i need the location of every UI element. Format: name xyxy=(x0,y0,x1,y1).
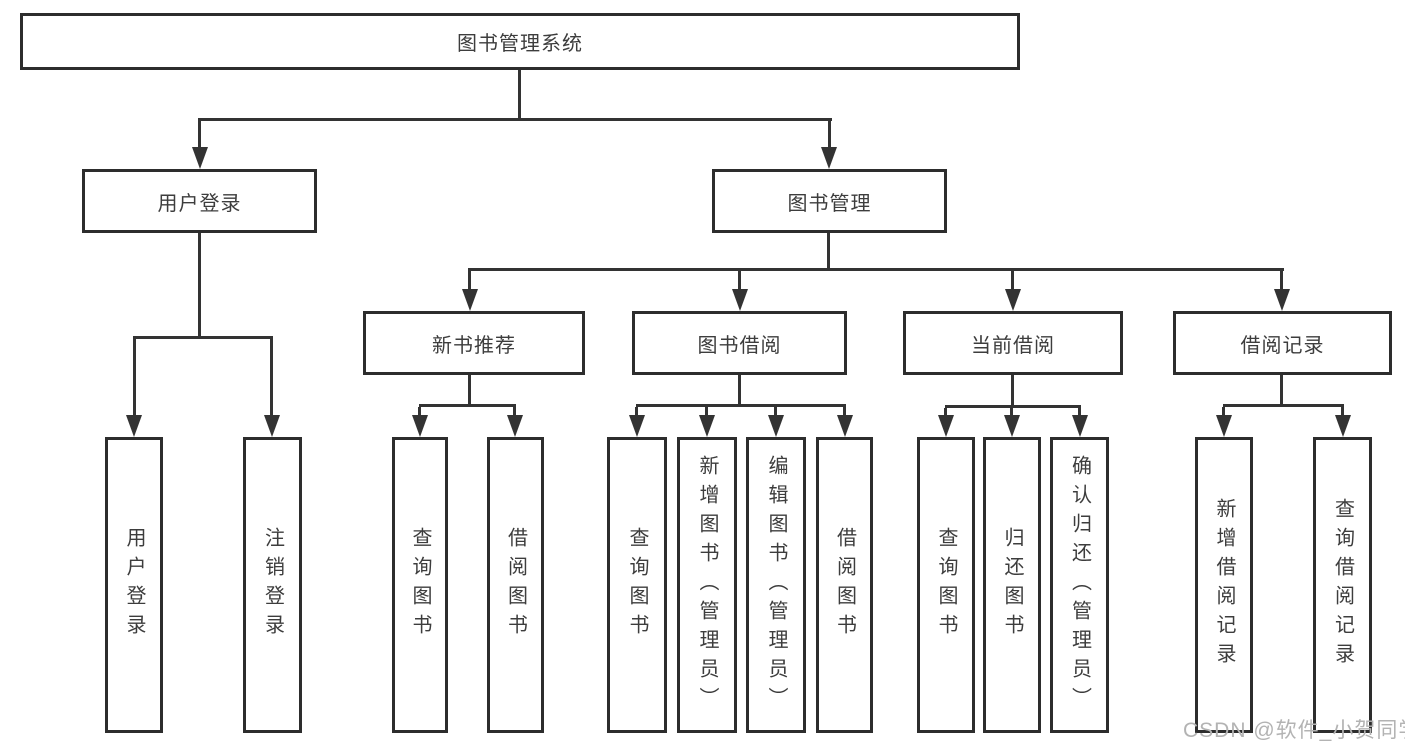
arrow-down-icon xyxy=(938,415,954,437)
node-book-borrow: 图书借阅 xyxy=(632,311,847,375)
leaf-borrow-books: 借阅图书 xyxy=(816,437,873,733)
connector-stem-leaf xyxy=(1222,407,1225,417)
leaf-edit-books-admin: 编辑图书（管理员） xyxy=(746,437,806,733)
connector-stem-new-books xyxy=(468,271,471,291)
arrow-down-icon xyxy=(126,415,142,437)
connector-stem-leaf xyxy=(513,407,516,417)
connector-user-login-bar xyxy=(133,336,273,339)
node-library-system: 图书管理系统 xyxy=(20,13,1020,70)
arrow-down-icon xyxy=(1004,415,1020,437)
arrow-down-icon xyxy=(1274,289,1290,311)
arrow-down-icon xyxy=(629,415,645,437)
arrow-down-icon xyxy=(732,289,748,311)
arrow-down-icon xyxy=(837,415,853,437)
connector-book-mgmt-stub xyxy=(827,233,830,270)
connector-stem-leaf-user-login xyxy=(133,339,136,415)
node-user-login: 用户登录 xyxy=(82,169,317,233)
connector-stem-leaf xyxy=(635,407,638,417)
connector-book-mgmt-bar xyxy=(468,268,1284,271)
leaf-query-books-recommend: 查询图书 xyxy=(392,437,448,733)
connector-stem-current-borrow xyxy=(1011,271,1014,291)
connector-stem-book-borrow xyxy=(738,271,741,291)
leaf-query-books-borrow: 查询图书 xyxy=(607,437,667,733)
leaf-logout-login: 注销登录 xyxy=(243,437,302,733)
node-borrow-records: 借阅记录 xyxy=(1173,311,1392,375)
leaf-add-books-admin: 新增图书（管理员） xyxy=(677,437,737,733)
connector-stem-leaf xyxy=(774,407,777,417)
connector-stem-leaf xyxy=(1010,408,1013,417)
connector-stem-user-login xyxy=(198,121,201,151)
leaf-confirm-return-admin: 确认归还（管理员） xyxy=(1050,437,1109,733)
connector-current-borrow-stub xyxy=(1011,375,1014,408)
arrow-down-icon xyxy=(699,415,715,437)
connector-current-borrow-bar xyxy=(945,405,1081,408)
arrow-down-icon xyxy=(821,147,837,169)
arrow-down-icon xyxy=(1072,415,1088,437)
csdn-watermark: CSDN @软件_小贺同学 xyxy=(1183,719,1405,742)
leaf-query-borrow-record: 查询借阅记录 xyxy=(1313,437,1372,733)
connector-user-login-stub xyxy=(198,233,201,338)
arrow-down-icon xyxy=(264,415,280,437)
connector-borrow-records-bar xyxy=(1223,404,1344,407)
arrow-down-icon xyxy=(1005,289,1021,311)
connector-stem-leaf xyxy=(843,407,846,417)
arrow-down-icon xyxy=(1216,415,1232,437)
node-new-book-recommend: 新书推荐 xyxy=(363,311,585,375)
leaf-user-login: 用户登录 xyxy=(105,437,163,733)
connector-stem-leaf xyxy=(944,408,947,417)
node-book-management: 图书管理 xyxy=(712,169,947,233)
leaf-add-borrow-record: 新增借阅记录 xyxy=(1195,437,1253,733)
leaf-return-books: 归还图书 xyxy=(983,437,1041,733)
arrow-down-icon xyxy=(768,415,784,437)
arrow-down-icon xyxy=(507,415,523,437)
arrow-down-icon xyxy=(412,415,428,437)
connector-book-borrow-stub xyxy=(738,375,741,406)
connector-stem-book-mgmt xyxy=(828,121,831,151)
connector-new-books-stub xyxy=(468,375,471,406)
leaf-query-books-current: 查询图书 xyxy=(917,437,975,733)
connector-book-borrow-bar xyxy=(636,404,846,407)
arrow-down-icon xyxy=(462,289,478,311)
node-current-borrow: 当前借阅 xyxy=(903,311,1123,375)
leaf-borrow-books-recommend: 借阅图书 xyxy=(487,437,544,733)
connector-new-books-bar xyxy=(419,404,516,407)
connector-stem-leaf xyxy=(1078,408,1081,417)
connector-stem-leaf xyxy=(705,407,708,417)
connector-stem-leaf-logout xyxy=(270,339,273,415)
connector-stem-leaf xyxy=(1341,407,1344,417)
connector-root-bar xyxy=(198,118,832,121)
connector-stem-leaf xyxy=(418,407,421,417)
connector-borrow-records-stub xyxy=(1280,375,1283,406)
connector-stem-borrow-records xyxy=(1280,271,1283,291)
arrow-down-icon xyxy=(192,147,208,169)
connector-root-stub xyxy=(518,70,521,120)
arrow-down-icon xyxy=(1335,415,1351,437)
